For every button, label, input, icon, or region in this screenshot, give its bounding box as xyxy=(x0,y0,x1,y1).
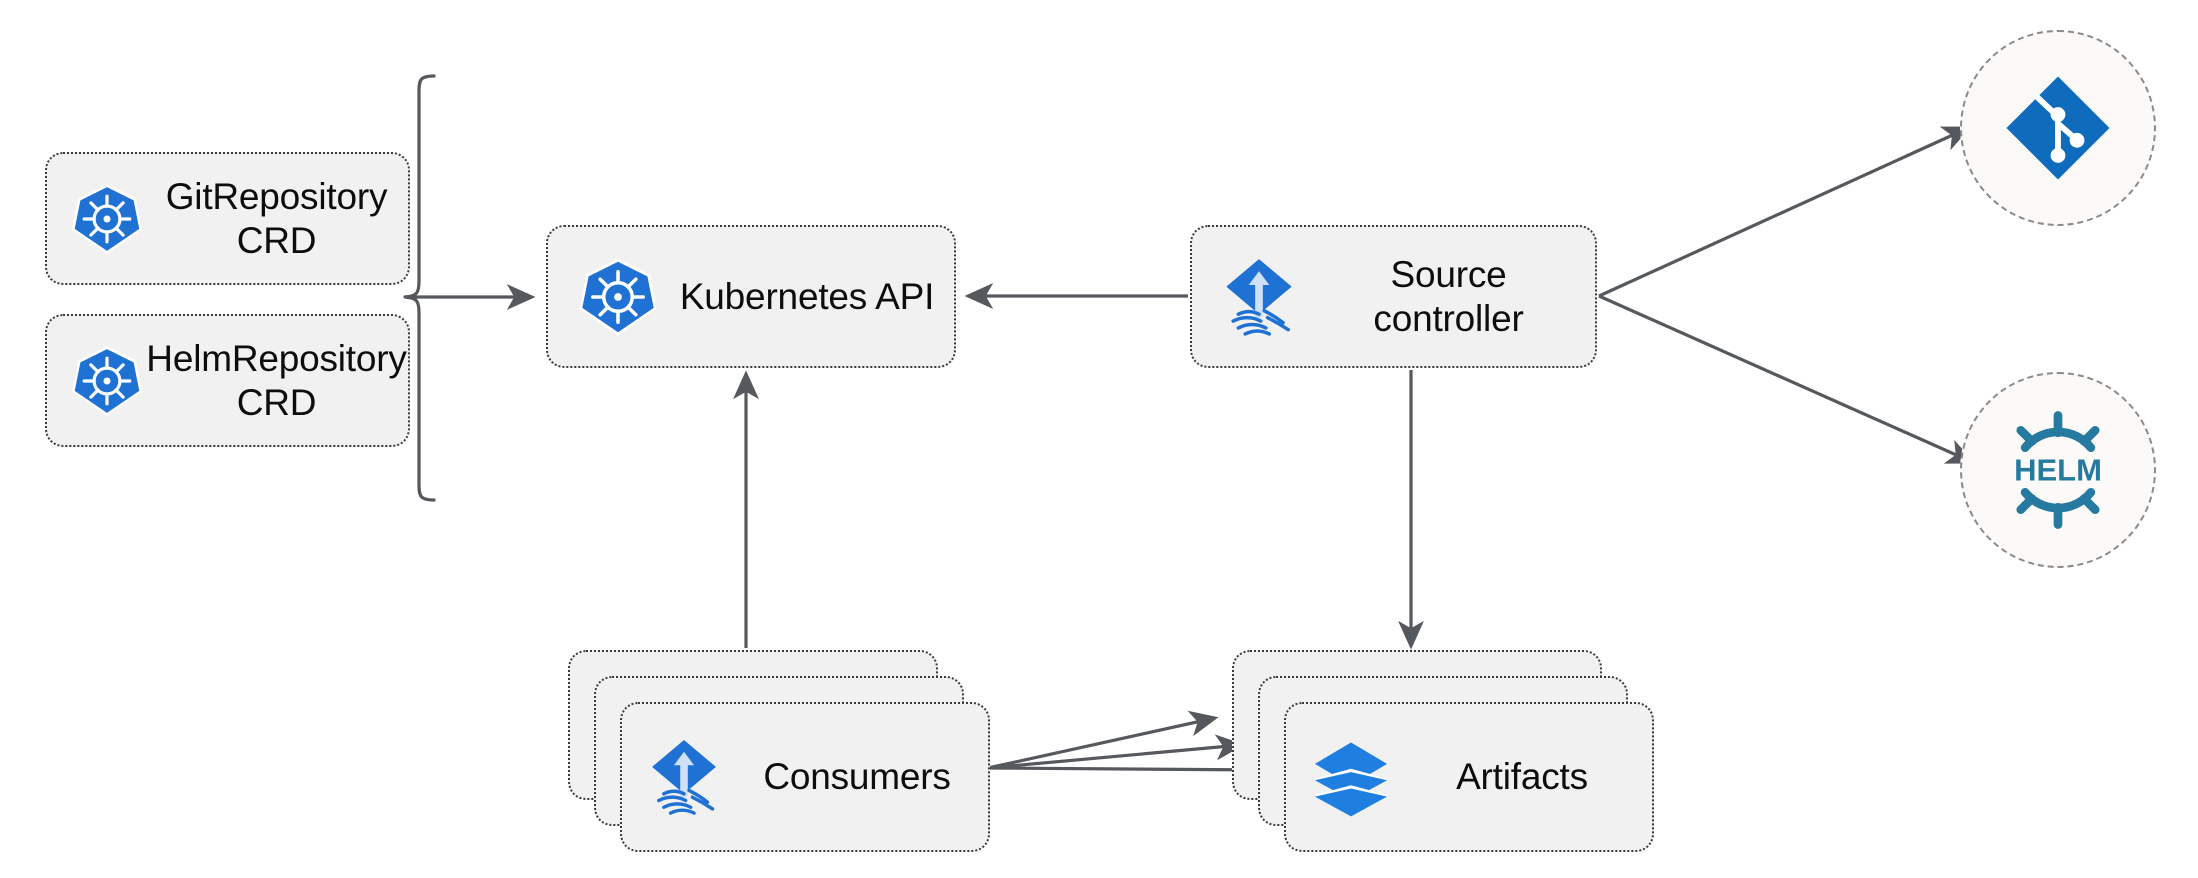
edge-consumers-to-artifacts-top xyxy=(987,710,1219,770)
node-consumers[interactable]: Consumers xyxy=(620,702,990,852)
node-label: Consumers xyxy=(763,756,951,798)
layers-icon xyxy=(1310,736,1392,818)
node-label: Source controller xyxy=(1373,253,1524,339)
flux-icon xyxy=(642,735,726,819)
node-label: GitRepository CRD xyxy=(165,175,388,261)
node-label: Kubernetes API xyxy=(679,275,935,317)
edge-source-to-git xyxy=(1598,126,1972,298)
node-helmrepository-crd[interactable]: HelmRepository CRD xyxy=(45,314,410,447)
crd-group-brace xyxy=(403,74,536,502)
node-git-source[interactable] xyxy=(1960,30,2156,226)
node-label: Artifacts xyxy=(1456,756,1588,798)
node-label: HelmRepository CRD xyxy=(146,337,407,423)
node-artifacts-stack[interactable]: Artifacts xyxy=(1232,650,1656,854)
kubernetes-icon xyxy=(69,343,145,419)
git-icon xyxy=(2002,72,2114,184)
helm-wordmark: HELM xyxy=(2014,453,2102,488)
flux-icon xyxy=(1216,254,1302,340)
node-helm-source[interactable]: HELM xyxy=(1960,372,2156,568)
node-artifacts[interactable]: Artifacts xyxy=(1284,702,1654,852)
helm-icon: HELM xyxy=(1996,408,2120,532)
node-kubernetes-api[interactable]: Kubernetes API xyxy=(546,225,956,368)
kubernetes-icon xyxy=(69,181,145,257)
edge-consumers-to-artifacts-mid xyxy=(987,734,1245,770)
node-consumers-stack[interactable]: Consumers xyxy=(568,650,992,854)
kubernetes-icon xyxy=(576,255,660,339)
node-gitrepository-crd[interactable]: GitRepository CRD xyxy=(45,152,410,285)
edge-consumers-to-artifacts-bottom xyxy=(987,756,1272,783)
edge-source-to-helm xyxy=(1598,294,1976,464)
node-source-controller[interactable]: Source controller xyxy=(1190,225,1597,368)
